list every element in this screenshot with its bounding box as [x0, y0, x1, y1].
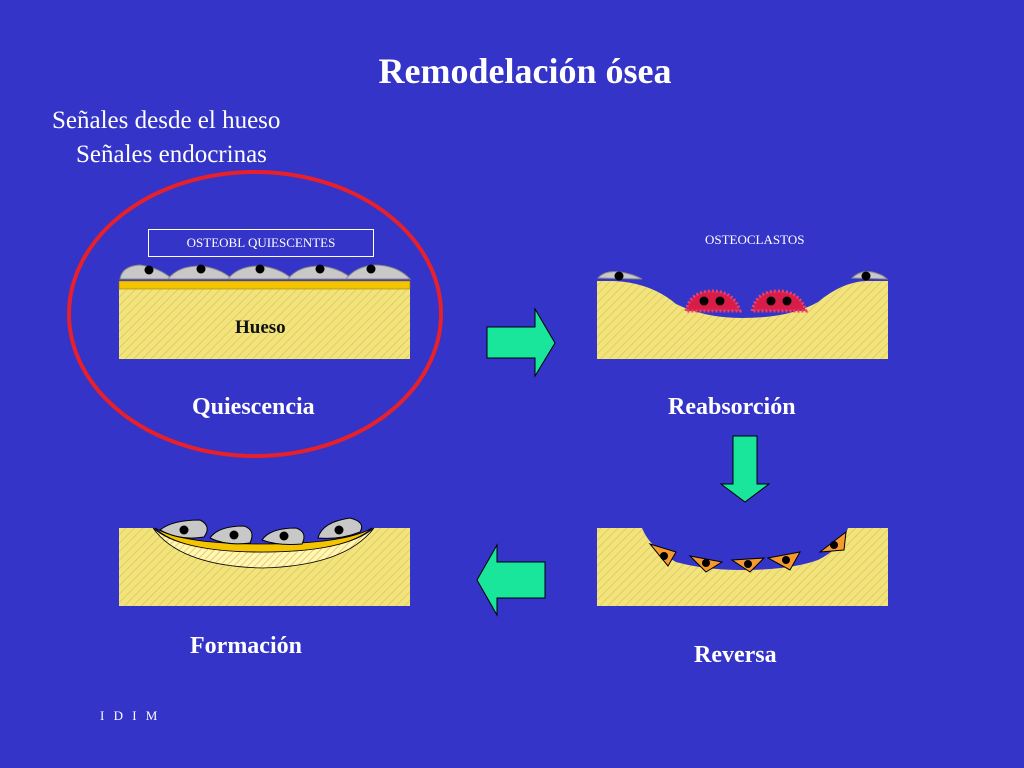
nucleus: [830, 541, 838, 549]
resorption-panel: [596, 271, 889, 359]
arrow-left: [476, 543, 546, 617]
nucleus: [255, 264, 265, 274]
nucleus: [334, 525, 344, 535]
footer-logo-text: I D I M: [100, 708, 161, 723]
nucleus: [366, 264, 376, 274]
osteoclast: [684, 289, 743, 313]
arrow-right: [486, 307, 556, 378]
lining-band: [154, 527, 373, 553]
bone-block: [119, 289, 410, 359]
bone-lining: [118, 280, 411, 290]
signal-endocrine: Señales endocrinas: [76, 141, 267, 168]
stage-reversal-label: Reversa: [694, 642, 777, 668]
nucleus: [179, 525, 189, 535]
nucleus: [702, 559, 710, 567]
quiescent-osteoblasts: [119, 264, 412, 280]
highlight-ellipse: [67, 170, 443, 458]
nucleus: [196, 264, 206, 274]
nucleus: [315, 264, 325, 274]
arrow-down: [719, 435, 771, 503]
stage-resorption-label: Reabsorción: [668, 394, 796, 420]
stage-formation-label: Formación: [190, 633, 302, 659]
bone-label: Hueso: [235, 317, 286, 338]
formation-panel: [119, 517, 410, 606]
slide-title: Remodelación ósea: [378, 51, 672, 91]
nucleus: [782, 556, 790, 564]
quiescence-panel: [67, 170, 443, 458]
nucleus: [229, 530, 239, 540]
nucleus: [861, 271, 871, 281]
stage-quiescence-label: Quiescencia: [192, 394, 315, 420]
nucleus: [744, 560, 752, 568]
bone-block-resorbed: [597, 281, 888, 359]
osteoblasts-label-box: OSTEOBL QUIESCENTES: [148, 229, 374, 257]
bone-block-cavity: [119, 528, 410, 606]
nucleus: [660, 552, 668, 560]
osteoclasts-label: OSTEOCLASTOS: [705, 232, 805, 247]
nucleus: [614, 271, 624, 281]
signal-bone: Señales desde el hueso: [52, 107, 281, 134]
nucleus: [279, 531, 289, 541]
osteoclast: [750, 289, 809, 313]
nucleus: [144, 265, 154, 275]
bone-block-cavity: [597, 528, 888, 606]
reversal-panel: [597, 528, 888, 606]
